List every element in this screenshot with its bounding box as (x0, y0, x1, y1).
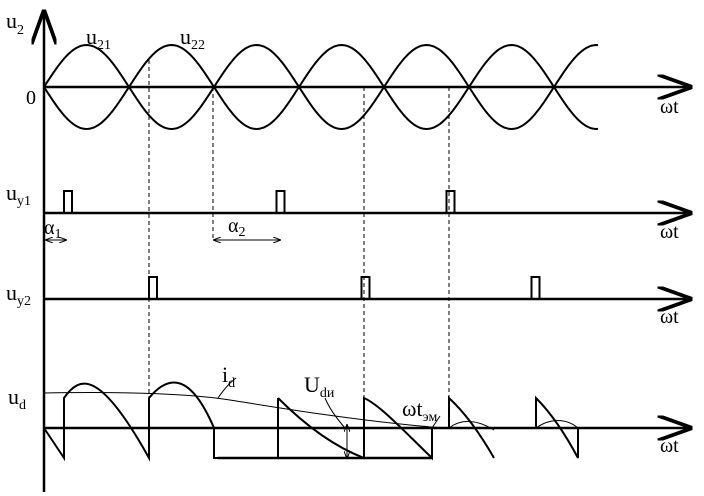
ud-waveform (43, 381, 579, 462)
u22-label: u22 (180, 24, 205, 53)
uy2-pulses (148, 276, 541, 299)
id-tail-2 (535, 420, 579, 429)
uy1-pulse-1 (63, 190, 73, 213)
wtem-leader (431, 415, 441, 429)
alpha1-label: α1 (44, 217, 61, 242)
uy1-label: uy1 (6, 180, 31, 209)
uy1-pulses (63, 190, 456, 213)
uy2-pulse-2 (360, 276, 371, 299)
wtem-label: ωtэм (402, 396, 437, 425)
id-current-curve (43, 392, 451, 429)
udi-leader (324, 397, 346, 429)
wt-label-3: ωt (660, 306, 679, 328)
id-leader (217, 377, 237, 399)
id-tail-1 (448, 421, 495, 431)
u21-label: u21 (86, 24, 111, 53)
ud-label: ud (8, 384, 26, 413)
uy2-pulse-1 (148, 276, 158, 299)
uy1-pulse-2 (275, 190, 286, 213)
uy1-pulse-3 (445, 190, 456, 213)
u2-label: u2 (6, 8, 24, 38)
uy2-pulse-3 (530, 276, 541, 299)
wt-label-4: ωt (660, 435, 679, 457)
u21-waveform (43, 43, 599, 131)
udi-label: Udи (304, 372, 335, 401)
u22-waveform (43, 43, 599, 131)
alpha2-label: α2 (228, 215, 245, 240)
id-label: id (222, 362, 235, 391)
zero-label: 0 (26, 87, 36, 109)
wt-label-1: ωt (660, 96, 679, 118)
uy2-label: uy2 (6, 280, 31, 309)
wt-label-2: ωt (660, 221, 679, 243)
